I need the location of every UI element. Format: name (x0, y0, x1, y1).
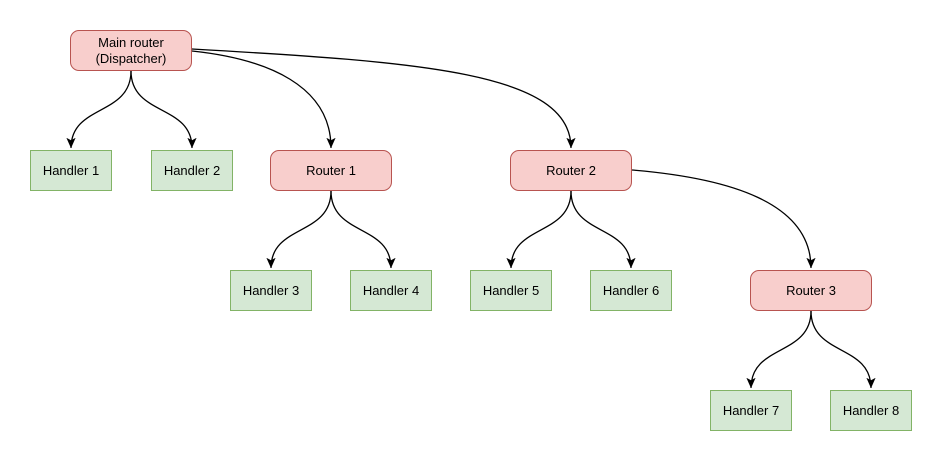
edge-router-3-to-handler-7 (746, 310, 812, 389)
edge-main-router-to-handler-1 (66, 70, 132, 149)
node-router-2[interactable]: Router 2 (510, 150, 632, 191)
node-router-3[interactable]: Router 3 (750, 270, 872, 311)
node-handler-7-label: Handler 7 (722, 402, 780, 418)
node-handler-2[interactable]: Handler 2 (151, 150, 233, 191)
node-router-1-label: Router 1 (306, 162, 356, 178)
node-router-1[interactable]: Router 1 (270, 150, 392, 191)
node-handler-6-label: Handler 6 (602, 282, 660, 298)
edge-router-2-to-router-3 (631, 169, 816, 269)
node-handler-8-label: Handler 8 (842, 402, 900, 418)
node-router-3-label: Router 3 (786, 282, 836, 298)
node-router-2-label: Router 2 (546, 162, 596, 178)
node-handler-1-label: Handler 1 (42, 162, 100, 178)
node-handler-6[interactable]: Handler 6 (590, 270, 672, 311)
node-handler-3[interactable]: Handler 3 (230, 270, 312, 311)
edge-router-1-to-handler-3 (266, 190, 332, 269)
node-handler-5-label: Handler 5 (482, 282, 540, 298)
edge-main-router-to-handler-2 (130, 70, 197, 149)
edge-router-3-to-handler-8 (810, 310, 876, 389)
node-main-router-label: Main router (Dispatcher) (95, 34, 167, 66)
edge-router-2-to-handler-5 (506, 190, 572, 269)
edge-router-2-to-handler-6 (570, 190, 636, 269)
edge-router-1-to-handler-4 (330, 190, 396, 269)
node-handler-7[interactable]: Handler 7 (710, 390, 792, 431)
node-handler-1[interactable]: Handler 1 (30, 150, 112, 191)
node-handler-8[interactable]: Handler 8 (830, 390, 912, 431)
node-handler-4[interactable]: Handler 4 (350, 270, 432, 311)
node-handler-2-label: Handler 2 (163, 162, 221, 178)
edge-main-router-to-router-1 (191, 50, 336, 149)
node-handler-4-label: Handler 4 (362, 282, 420, 298)
edge-main-router-to-router-2 (191, 48, 576, 149)
node-main-router[interactable]: Main router (Dispatcher) (70, 30, 192, 71)
node-handler-5[interactable]: Handler 5 (470, 270, 552, 311)
node-handler-3-label: Handler 3 (242, 282, 300, 298)
